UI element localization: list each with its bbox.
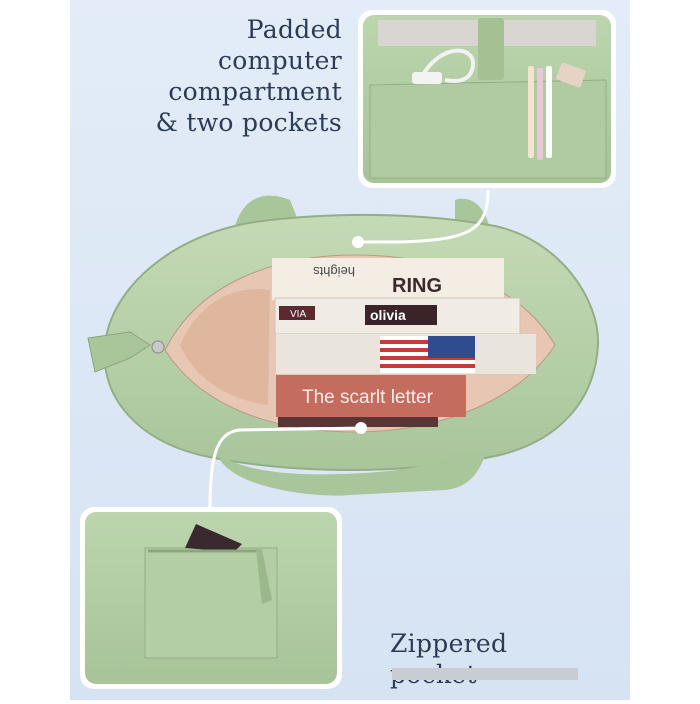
olivia-label: olivia (370, 307, 406, 323)
book-top (272, 258, 504, 300)
caption-line-3: & two pockets (155, 108, 342, 137)
bag-handle-front (220, 450, 485, 496)
flag-graphic (380, 336, 475, 373)
caption-underline (392, 668, 578, 680)
caption-computer-compartment: Padded computer compartment & two pocket… (118, 14, 342, 138)
zipper-slider (151, 340, 165, 354)
laptop-sleeve (180, 289, 270, 405)
charger-cable (418, 48, 476, 83)
callout-dot-bottom (355, 422, 367, 434)
velcro-strap (478, 18, 504, 80)
inset-computer-compartment (358, 10, 616, 188)
pocket-front (369, 79, 607, 179)
zipper-pull-pocket (256, 549, 272, 604)
caption-line-2: compartment (168, 77, 342, 106)
phone (185, 524, 242, 552)
pen-2 (537, 68, 543, 160)
book-top-label: heights (313, 264, 355, 279)
inset-zippered-pocket (80, 507, 342, 689)
magazine-left-label: VIA (290, 309, 306, 320)
caption-line-1: Padded computer (217, 15, 342, 75)
callout-dot-top (352, 236, 364, 248)
book-stack: heights RING olivia VIA The scarlt lette… (272, 258, 536, 427)
book-top-right-label: RING (392, 275, 442, 297)
pocket-panel (144, 547, 278, 659)
zipper-pull-left (87, 331, 151, 373)
olivia-label-box (365, 305, 437, 325)
card (556, 62, 586, 88)
pen-1 (528, 66, 534, 158)
callout-line-top (362, 189, 490, 244)
book-spine (276, 375, 466, 417)
pen-3 (546, 66, 552, 158)
caption-zippered-pocket: Zippered pocket (390, 629, 508, 689)
callout-line-bottom (208, 426, 366, 511)
book-spine-label: The scarlt letter (302, 387, 434, 408)
book-bottom (278, 417, 438, 427)
charger-plug (412, 72, 442, 84)
magazine-left-label-box (279, 306, 315, 320)
